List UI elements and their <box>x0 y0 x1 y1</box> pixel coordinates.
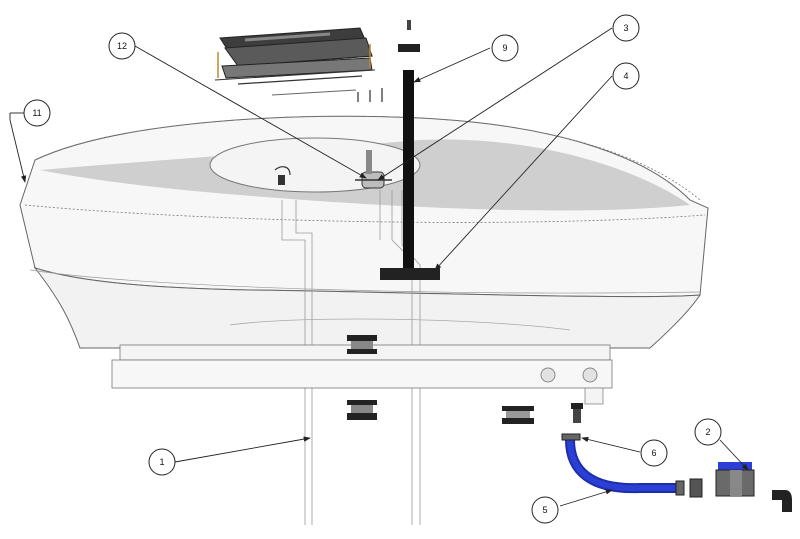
outlet-assembly <box>561 403 792 512</box>
float-valve <box>355 150 392 189</box>
leader-12 <box>134 45 367 179</box>
svg-text:9: 9 <box>502 43 507 53</box>
callout-2: 2 <box>694 418 722 446</box>
callout-11: 11 <box>23 99 51 127</box>
svg-text:12: 12 <box>117 41 127 51</box>
leader-1 <box>174 436 311 463</box>
callout-12: 12 <box>108 32 136 60</box>
leader-2 <box>719 439 749 471</box>
leader-lines <box>9 27 749 507</box>
svg-text:6: 6 <box>651 448 656 458</box>
svg-text:11: 11 <box>32 108 41 118</box>
tank-opening <box>209 137 421 193</box>
callout-9: 9 <box>491 34 519 62</box>
bulkhead-fitting-upper <box>347 335 377 354</box>
svg-text:2: 2 <box>705 427 710 437</box>
svg-text:5: 5 <box>542 505 547 515</box>
bulkhead-fitting-lower <box>347 400 377 420</box>
svg-text:3: 3 <box>623 23 628 33</box>
base-frame <box>111 318 613 405</box>
svg-text:4: 4 <box>623 71 628 81</box>
leader-4 <box>434 75 613 271</box>
leader-5 <box>559 489 613 507</box>
svg-text:1: 1 <box>159 457 164 467</box>
callout-4: 4 <box>612 62 640 90</box>
callout-1: 1 <box>148 448 176 476</box>
leader-9 <box>413 47 491 83</box>
leader-3 <box>377 27 613 181</box>
leader-6 <box>581 436 641 453</box>
callout-3: 3 <box>612 14 640 42</box>
callout-5: 5 <box>531 496 559 524</box>
bulkhead-fitting-right <box>502 406 534 424</box>
callout-6: 6 <box>640 439 668 467</box>
fill-pipe <box>380 20 440 280</box>
leader-11 <box>9 113 27 183</box>
lid-assembly <box>214 27 383 102</box>
